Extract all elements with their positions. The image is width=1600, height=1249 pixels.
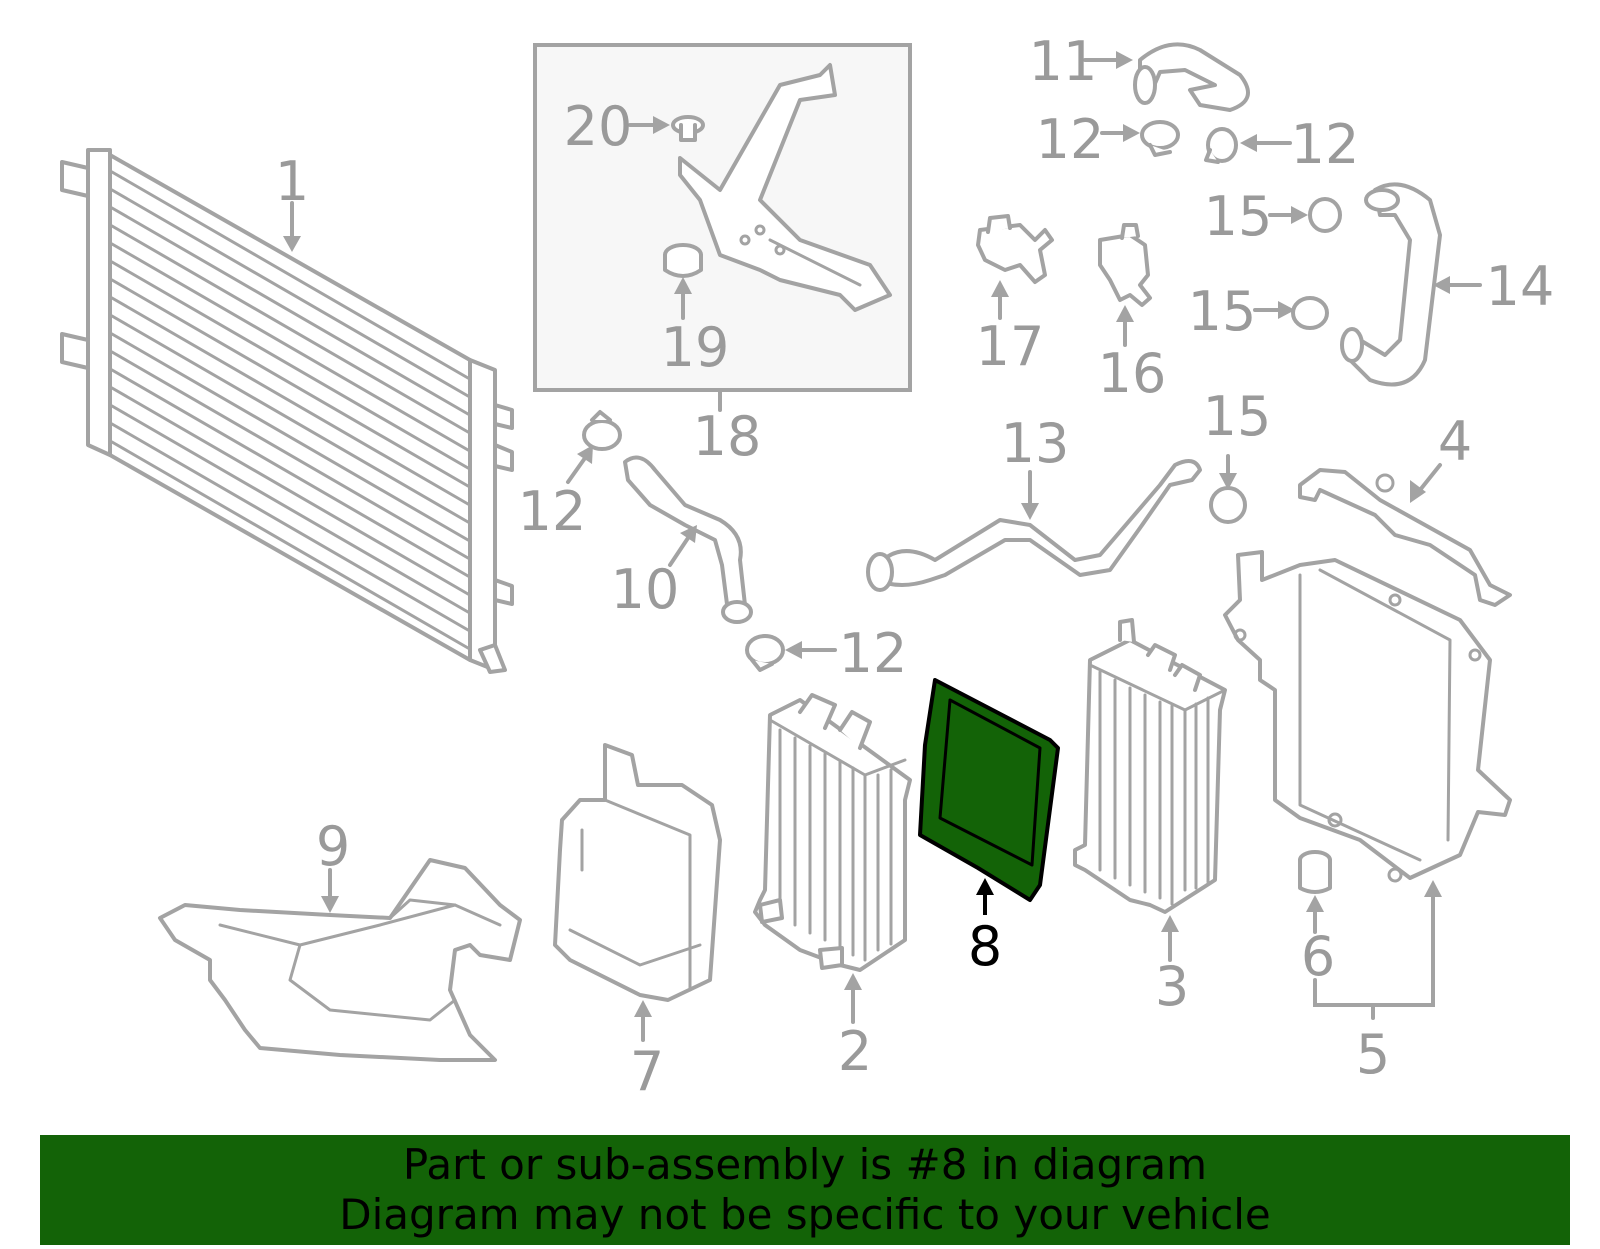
callout-1: 1 bbox=[275, 150, 309, 213]
part-3-intercooler[interactable] bbox=[1073, 618, 1227, 914]
part-15-clamp-lower[interactable] bbox=[1209, 486, 1247, 524]
part-11-hose[interactable] bbox=[1133, 42, 1250, 112]
part-10-hose[interactable] bbox=[623, 455, 753, 624]
callout-7: 7 bbox=[630, 1040, 664, 1103]
callout-5: 5 bbox=[1356, 1023, 1390, 1086]
part-15-clamp-top[interactable] bbox=[1308, 197, 1342, 233]
callout-11: 11 bbox=[1029, 30, 1098, 93]
callout-20: 20 bbox=[564, 95, 633, 158]
callout-15a: 15 bbox=[1204, 185, 1273, 248]
callout-16: 16 bbox=[1098, 342, 1167, 405]
leader-lines bbox=[283, 51, 1482, 1042]
part-15-clamp-middle[interactable] bbox=[1291, 296, 1329, 330]
part-12-clamp-top-left[interactable] bbox=[1140, 120, 1180, 157]
callout-12c: 12 bbox=[518, 480, 587, 543]
info-banner: Part or sub-assembly is #8 in diagram Di… bbox=[40, 1135, 1570, 1245]
callout-12d: 12 bbox=[839, 622, 908, 685]
callout-19: 19 bbox=[661, 316, 730, 379]
callout-17: 17 bbox=[976, 315, 1045, 378]
callout-3: 3 bbox=[1155, 955, 1189, 1018]
callout-18: 18 bbox=[693, 405, 762, 468]
callout-15c: 15 bbox=[1203, 385, 1272, 448]
part-7-duct[interactable] bbox=[553, 743, 722, 1002]
part-17-pump[interactable] bbox=[976, 214, 1054, 284]
part-14-hose[interactable] bbox=[1340, 182, 1442, 387]
part-13-pipe[interactable] bbox=[866, 459, 1202, 592]
part-12-clamp-top-right[interactable] bbox=[1204, 127, 1238, 164]
callout-14: 14 bbox=[1486, 255, 1555, 318]
callout-labels: 1 20 19 18 11 12 12 15 14 15 17 16 13 15… bbox=[275, 30, 1555, 1103]
banner-line-2: Diagram may not be specific to your vehi… bbox=[339, 1190, 1271, 1239]
callout-9: 9 bbox=[316, 815, 350, 878]
callout-4: 4 bbox=[1438, 410, 1472, 473]
part-5-air-duct-housing[interactable] bbox=[1223, 550, 1512, 883]
part-18-bracket-assembly[interactable] bbox=[533, 43, 912, 392]
part-12-clamp-left[interactable] bbox=[582, 410, 622, 451]
part-6-mount[interactable] bbox=[1298, 850, 1332, 894]
banner-line-1: Part or sub-assembly is #8 in diagram bbox=[402, 1140, 1208, 1189]
part-9-air-guide[interactable] bbox=[158, 858, 522, 1062]
callout-13: 13 bbox=[1001, 412, 1070, 475]
callout-12b: 12 bbox=[1291, 113, 1360, 176]
part-16-valve[interactable] bbox=[1098, 223, 1152, 307]
part-4-bracket[interactable] bbox=[1298, 468, 1512, 607]
callout-15b: 15 bbox=[1188, 280, 1257, 343]
part-2-intercooler[interactable] bbox=[753, 693, 912, 972]
callout-10: 10 bbox=[611, 558, 680, 621]
part-12-clamp-bottom[interactable] bbox=[745, 634, 785, 672]
part-8-highlighted-plate[interactable] bbox=[918, 678, 1060, 902]
callout-6: 6 bbox=[1301, 925, 1335, 988]
callout-2: 2 bbox=[838, 1020, 872, 1083]
part-1-radiator[interactable] bbox=[60, 148, 514, 674]
callout-8: 8 bbox=[968, 915, 1002, 978]
callout-12a: 12 bbox=[1036, 108, 1105, 171]
